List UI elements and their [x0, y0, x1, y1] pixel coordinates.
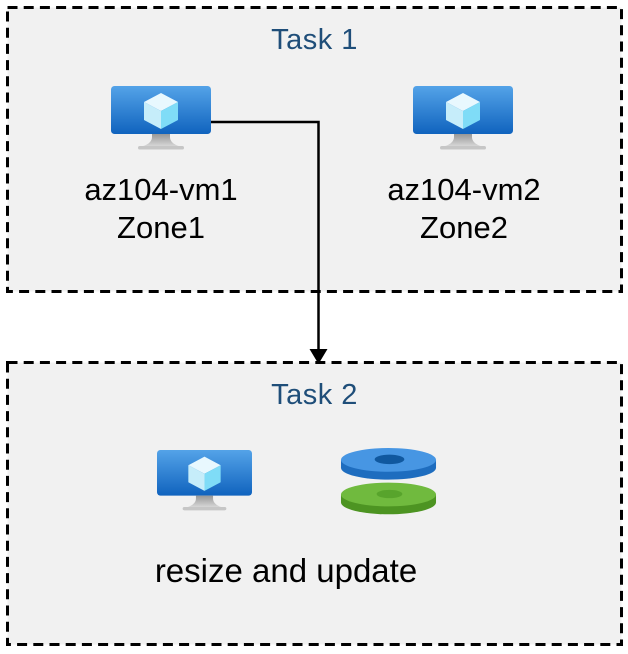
managed-disks-icon — [340, 447, 437, 515]
task2-caption: resize and update — [154, 552, 418, 589]
task2-dashed-border — [6, 361, 623, 646]
task1-title: Task 1 — [271, 24, 358, 56]
vm1-zone: Zone1 — [117, 210, 205, 245]
vm2-label: az104-vm2 Zone2 — [344, 171, 584, 247]
task2-title: Task 2 — [271, 379, 358, 411]
virtual-machine-icon — [413, 86, 513, 150]
vm2-name: az104-vm2 — [387, 172, 541, 207]
vm1-label: az104-vm1 Zone1 — [41, 171, 281, 247]
task2-box: Task 2 — [6, 361, 623, 646]
virtual-machine-icon — [111, 86, 211, 150]
task1-box: Task 1 — [6, 6, 623, 293]
vm1-name: az104-vm1 — [84, 172, 238, 207]
vm2-zone: Zone2 — [420, 210, 508, 245]
virtual-machine-icon — [157, 450, 252, 511]
